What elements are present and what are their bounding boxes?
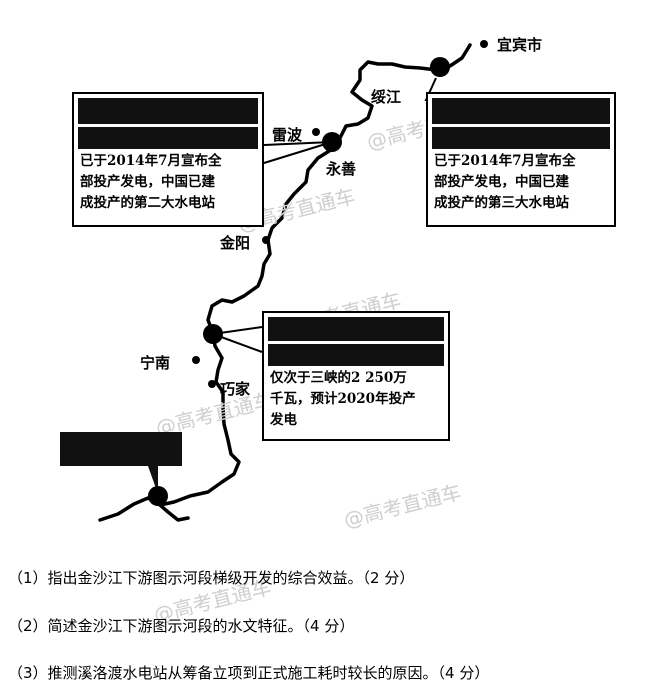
leibo-dot bbox=[312, 128, 320, 136]
redacted-title-bar bbox=[432, 98, 610, 124]
redacted-title-bar bbox=[268, 344, 444, 366]
jinsha-river bbox=[98, 43, 472, 522]
baihetan-callout: 仅次于三峡的2 250万 千瓦，预计2020年投产 发电 bbox=[262, 311, 450, 441]
qiaojia-dot bbox=[208, 380, 216, 388]
wudongde-dam-marker bbox=[148, 486, 168, 506]
yibin-dot bbox=[480, 40, 488, 48]
redacted-title-bar bbox=[78, 127, 258, 149]
xiangjiaba-dam-marker bbox=[430, 57, 450, 77]
jinyang-dot bbox=[262, 236, 270, 244]
place-jinyang: 金阳 bbox=[220, 234, 251, 252]
place-ningnan: 宁南 bbox=[140, 354, 171, 372]
question-2: （2）简述金沙江下游图示河段的水文特征。（4 分） bbox=[8, 617, 355, 635]
baihetan-dam-marker bbox=[203, 324, 223, 344]
redacted-title-bar bbox=[432, 127, 610, 149]
question-3: （3）推测溪洛渡水电站从筹备立项到正式施工耗时较长的原因。（4 分） bbox=[8, 664, 490, 682]
redacted-title-bar bbox=[268, 317, 444, 341]
xiluodu-dam-marker bbox=[322, 132, 342, 152]
xiangjiaba-callout-text: 已于2014年7月宣布全 部投产发电，中国已建 成投产的第三大水电站 bbox=[434, 153, 576, 211]
xiangjiaba-callout: 已于2014年7月宣布全 部投产发电，中国已建 成投产的第三大水电站 bbox=[426, 92, 616, 227]
place-yibin: 宜宾市 bbox=[497, 36, 543, 54]
baihetan-callout-text: 仅次于三峡的2 250万 千瓦，预计2020年投产 发电 bbox=[270, 370, 416, 428]
place-leibo: 雷波 bbox=[272, 126, 303, 144]
place-qiaojia: 巧家 bbox=[220, 380, 251, 398]
xiluodu-callout-text: 已于2014年7月宣布全 部投产发电，中国已建 成投产的第二大水电站 bbox=[80, 153, 222, 211]
xiluodu-callout: 已于2014年7月宣布全 部投产发电，中国已建 成投产的第二大水电站 bbox=[72, 92, 264, 227]
ningnan-dot bbox=[192, 356, 200, 364]
place-suijiang: 绥江 bbox=[371, 88, 402, 106]
wudongde-redacted-label bbox=[60, 432, 182, 466]
place-yongshan: 永善 bbox=[326, 160, 357, 178]
redacted-title-bar bbox=[78, 98, 258, 124]
xiluodu-pointer bbox=[263, 141, 333, 164]
question-1: （1）指出金沙江下游图示河段梯级开发的综合效益。（2 分） bbox=[8, 569, 415, 587]
